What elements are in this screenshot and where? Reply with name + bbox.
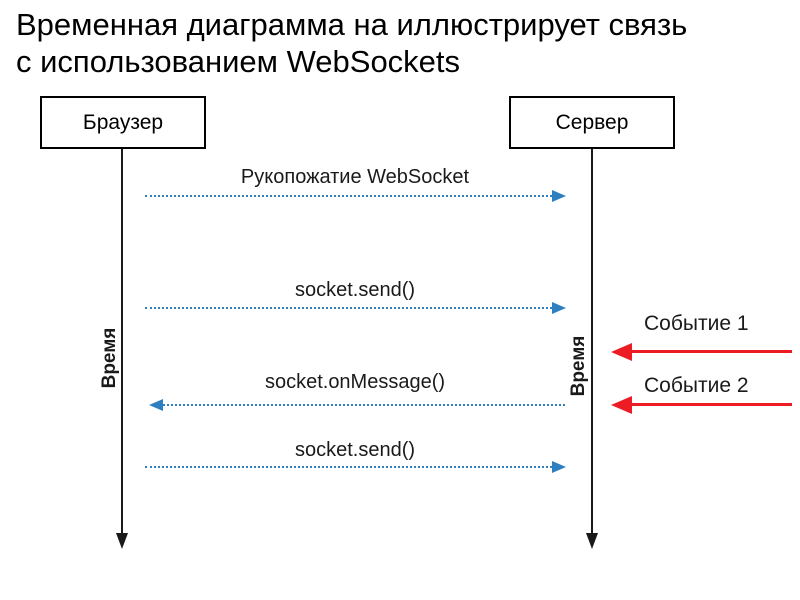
actor-box-server: Сервер: [509, 96, 675, 149]
lifeline-browser: [121, 149, 123, 535]
page-title: Временная диаграмма на иллюстрирует связ…: [16, 6, 794, 80]
event-arrowhead-left-icon: [611, 343, 632, 361]
lifeline-server: [591, 149, 593, 535]
lifeline-browser-arrowhead-icon: [116, 533, 128, 549]
message-arrowhead-right-icon: [552, 190, 566, 202]
event-line-1: [630, 350, 792, 353]
message-line-handshake: [145, 195, 552, 197]
message-line-onmessage: [163, 404, 565, 406]
actor-server-label: Сервер: [555, 110, 629, 134]
message-arrowhead-right-icon: [552, 302, 566, 314]
time-label-browser: Время: [99, 327, 120, 389]
event-label-1: Событие 1: [644, 312, 749, 335]
actor-browser-label: Браузер: [82, 110, 164, 134]
message-label-send-1: socket.send(): [294, 279, 416, 301]
lifeline-server-arrowhead-icon: [586, 533, 598, 549]
actor-box-browser: Браузер: [40, 96, 206, 149]
event-line-2: [630, 403, 792, 406]
event-arrowhead-left-icon: [611, 396, 632, 414]
title-line-2: с использованием WebSockets: [16, 44, 461, 79]
message-arrowhead-right-icon: [552, 461, 566, 473]
message-label-handshake: Рукопожатие WebSocket: [240, 166, 470, 188]
message-label-send-2: socket.send(): [294, 439, 416, 461]
message-line-send-2: [145, 466, 552, 468]
message-arrowhead-left-icon: [149, 399, 163, 411]
message-line-send-1: [145, 307, 552, 309]
message-label-onmessage: socket.onMessage(): [264, 371, 446, 393]
time-label-server: Время: [568, 335, 589, 397]
event-label-2: Событие 2: [644, 374, 749, 397]
title-line-1: Временная диаграмма на иллюстрирует связ…: [16, 7, 688, 42]
